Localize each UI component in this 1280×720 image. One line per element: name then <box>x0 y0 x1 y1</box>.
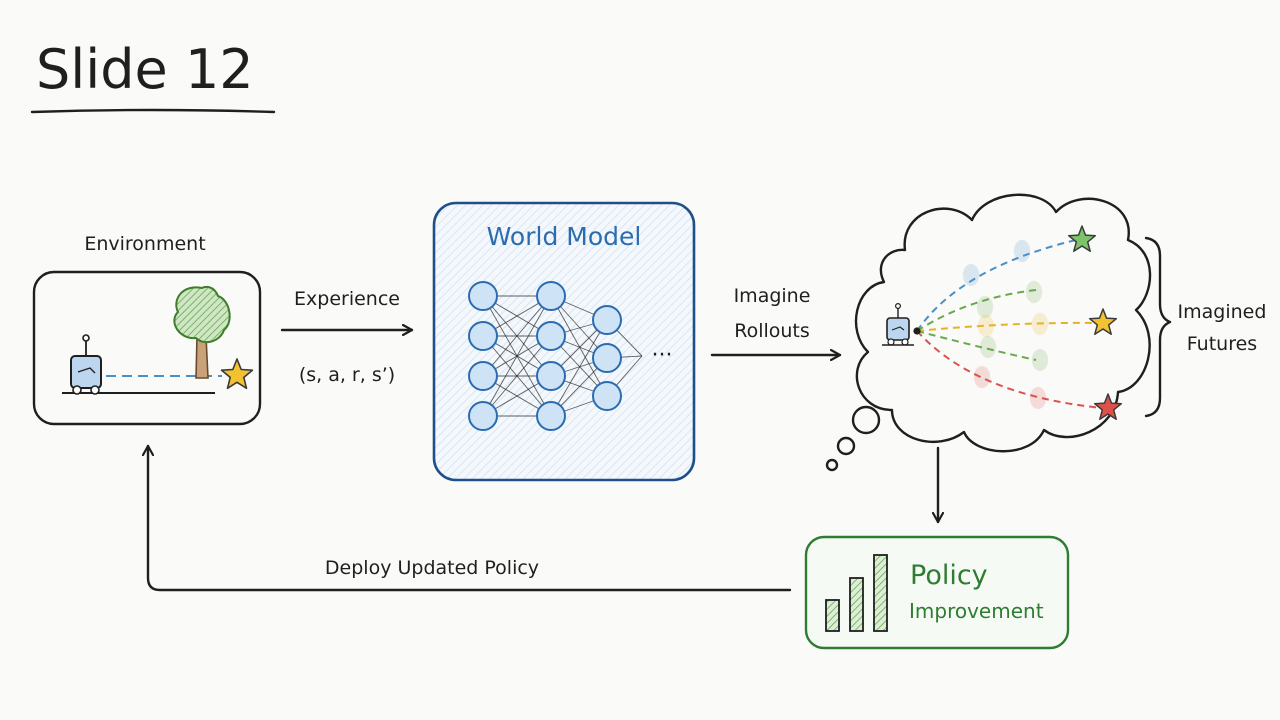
imagined-rollouts <box>916 225 1123 421</box>
rollout-path <box>916 330 1037 361</box>
network-ellipsis: ··· <box>652 343 673 368</box>
tree-icon <box>173 286 231 379</box>
experience-label: Experience <box>294 288 400 310</box>
star-icon <box>220 358 254 390</box>
ghost-state <box>1013 239 1031 263</box>
ghost-state <box>1025 280 1043 304</box>
policy-label-line1: Policy <box>910 560 988 591</box>
deploy-arrow <box>148 444 792 592</box>
futures-label-line1: Imagined <box>1178 301 1267 323</box>
network-node <box>592 305 622 335</box>
policy-panel: Policy Improvement <box>804 535 1070 650</box>
network-node <box>536 361 566 391</box>
deploy-arrow-group: Deploy Updated Policy <box>148 444 792 592</box>
ghost-state <box>973 365 991 389</box>
policy-label-line2: Improvement <box>909 599 1044 623</box>
goal-star-icon <box>1093 393 1123 421</box>
goal-star-icon <box>1067 225 1097 253</box>
futures-label-line2: Futures <box>1187 333 1257 355</box>
cloud-robot-icon <box>882 303 921 346</box>
ghost-state <box>1029 386 1047 410</box>
network-node <box>536 321 566 351</box>
network-edge <box>482 335 552 417</box>
world-model-panel: World Model ··· <box>432 201 696 482</box>
environment-label: Environment <box>84 233 205 255</box>
ghost-state <box>962 263 980 287</box>
network-edge <box>482 295 552 417</box>
robot-icon <box>70 334 102 395</box>
policy-box <box>804 535 1070 650</box>
imagine-label-line2: Rollouts <box>734 320 810 342</box>
rollout-path <box>916 239 1077 332</box>
network-edge <box>550 319 608 417</box>
network-edge <box>482 295 552 377</box>
slide-title-group: Slide 12 <box>30 38 276 114</box>
title-underline <box>30 108 276 114</box>
thought-cloud-icon <box>825 193 1152 472</box>
imagined-futures-group: Imagined Futures <box>1144 236 1267 418</box>
world-model-label: World Model <box>487 222 642 251</box>
environment-box <box>32 270 262 426</box>
network-node <box>536 281 566 311</box>
rollout-path <box>916 289 1037 332</box>
network-node <box>592 381 622 411</box>
futures-bracket <box>1144 236 1172 418</box>
network-node <box>468 321 498 351</box>
ghost-state <box>976 295 994 319</box>
goal-star-icon <box>1088 308 1118 336</box>
rollout-path <box>916 330 1103 409</box>
slide-title: Slide 12 <box>36 38 254 101</box>
network-node <box>468 361 498 391</box>
network-edge <box>550 295 608 397</box>
experience-tuple: (s, a, r, s’) <box>299 364 395 386</box>
network-node <box>536 401 566 431</box>
imagine-arrow-group: Imagine Rollouts <box>710 285 842 355</box>
network-node <box>468 281 498 311</box>
network-node <box>468 401 498 431</box>
rollout-path <box>916 321 1099 332</box>
ghost-state <box>1031 348 1049 372</box>
ghost-state <box>979 335 997 359</box>
deploy-label: Deploy Updated Policy <box>325 557 539 579</box>
imagine-label-line1: Imagine <box>734 285 811 307</box>
network-node <box>592 343 622 373</box>
bar-chart-icon <box>825 554 888 632</box>
experience-arrow-group: Experience (s, a, r, s’) <box>280 288 414 386</box>
environment-panel: Environment <box>32 233 262 426</box>
neural-network-icon <box>468 281 643 431</box>
